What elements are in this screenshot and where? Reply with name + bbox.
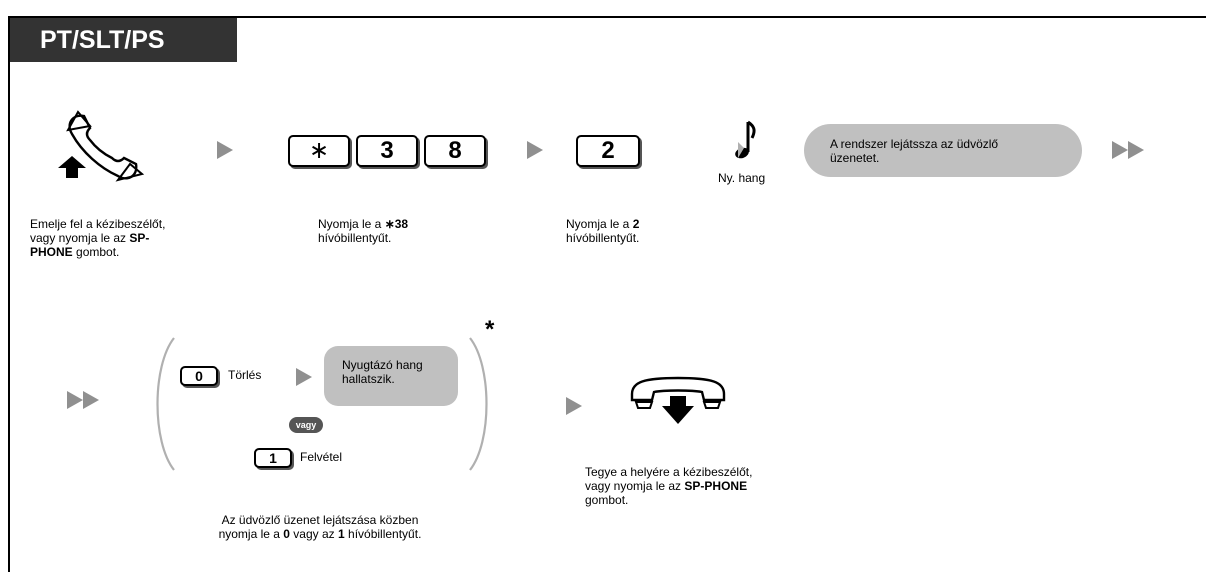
key-1[interactable]: 1 (254, 448, 292, 468)
options-caption-bold-1: 1 (338, 527, 345, 541)
arrow-2 (527, 141, 543, 159)
hangup-caption-text: Tegye a helyére a kézibeszélőt, vagy nyo… (585, 465, 753, 493)
step1-caption-bold: SP- PHONE (30, 231, 150, 259)
frame-top-border (8, 16, 1206, 18)
key-0-label: 0 (195, 368, 203, 384)
key-star-label: ∗ (308, 137, 330, 164)
key-1-label: 1 (269, 450, 277, 466)
key-8[interactable]: 8 (424, 135, 486, 167)
off-hook-handset-icon (58, 110, 145, 182)
key-star[interactable]: ∗ (288, 135, 350, 167)
step2-caption-end: hívóbillentyűt. (318, 231, 392, 245)
footnote-asterisk: * (485, 316, 495, 343)
key-3[interactable]: 3 (356, 135, 418, 167)
arrow-1 (217, 141, 233, 159)
or-badge: vagy (289, 417, 323, 433)
right-parenthesis (469, 337, 488, 471)
system-playback-bubble: A rendszer lejátssza az üdvözlő üzenetet… (804, 124, 1082, 177)
arrow-hangup (566, 397, 582, 415)
option0-label: Törlés (228, 368, 262, 382)
step1-caption: Emelje fel a kézibeszélőt, vagy nyomja l… (30, 217, 165, 259)
options-caption-bold-0: 0 (283, 527, 290, 541)
step2-caption: Nyomja le a ∗38 hívóbillentyűt. (318, 217, 408, 245)
on-hook-handset-icon (630, 376, 726, 424)
step3-caption-text: Nyomja le a (566, 217, 633, 231)
arrow-option0 (296, 368, 312, 386)
step3-caption-end: hívóbillentyűt. (566, 231, 640, 245)
key-2-label: 2 (601, 137, 615, 164)
step1-caption-end: gombot. (72, 245, 120, 259)
hangup-caption-bold: SP-PHONE (684, 479, 748, 493)
key-2[interactable]: 2 (576, 135, 640, 167)
tab-label: PT/SLT/PS (40, 25, 165, 54)
options-caption-mid: vagy az (289, 527, 338, 541)
hangup-caption-end: gombot. (585, 493, 629, 507)
step2-caption-bold: ∗38 (384, 217, 409, 231)
step2-caption-text: Nyomja le a (318, 217, 385, 231)
music-note-icon (735, 120, 756, 159)
tone-label: Ny. hang (718, 171, 766, 185)
step3-caption: Nyomja le a 2 hívóbillentyűt. (566, 217, 639, 245)
options-caption-text: Az üdvözlő üzenet lejátszása közben nyom… (218, 513, 419, 541)
section-tab: PT/SLT/PS (10, 18, 237, 62)
step3-caption-bold: 2 (632, 217, 640, 231)
left-parenthesis (156, 337, 175, 471)
hangup-caption: Tegye a helyére a kézibeszélőt, vagy nyo… (585, 465, 752, 507)
key-0[interactable]: 0 (180, 366, 218, 386)
confirm-tone-bubble: Nyugtázó hang hallatszik. (324, 346, 458, 406)
step1-caption-text: Emelje fel a kézibeszélőt, vagy nyomja l… (30, 217, 166, 245)
frame-left-border (8, 16, 10, 572)
options-caption-end: hívóbillentyűt. (344, 527, 422, 541)
options-caption: Az üdvözlő üzenet lejátszása közben nyom… (170, 513, 470, 541)
confirm-tone-text: Nyugtázó hang hallatszik. (342, 358, 423, 386)
key-3-label: 3 (380, 137, 394, 164)
double-arrow-continue (1112, 141, 1148, 159)
system-playback-text: A rendszer lejátssza az üdvözlő üzenetet… (830, 137, 999, 165)
double-arrow-start (67, 391, 103, 409)
key-8-label: 8 (448, 137, 462, 164)
option1-label: Felvétel (300, 450, 343, 464)
